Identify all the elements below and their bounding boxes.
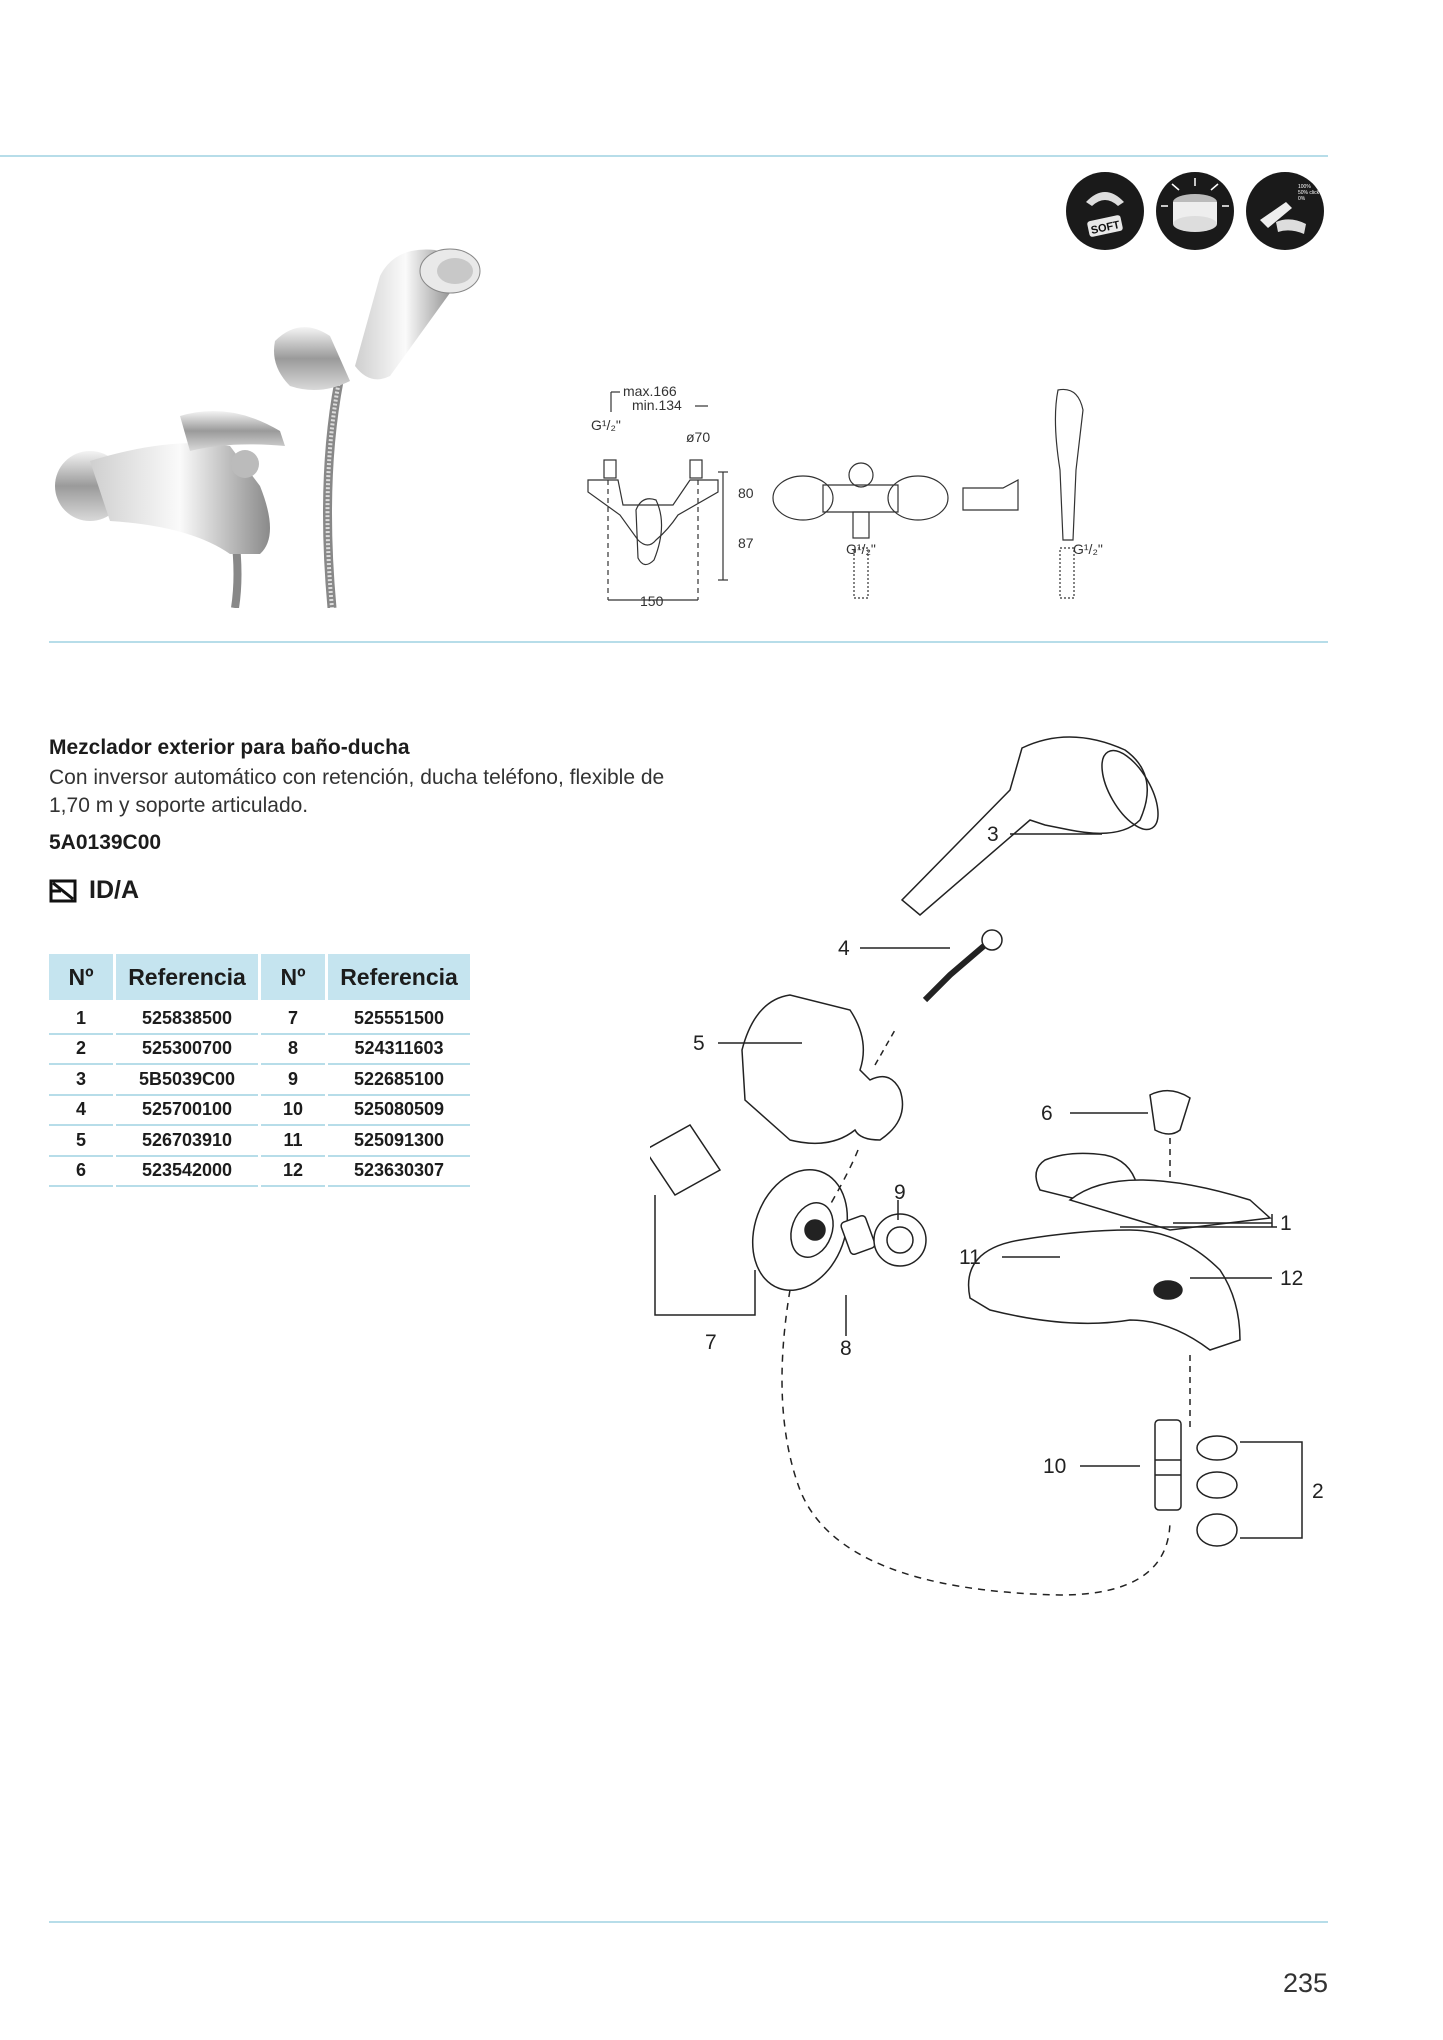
- table-cell: 524311603: [328, 1035, 470, 1065]
- svg-text:87: 87: [738, 535, 754, 551]
- table-row: 6 523542000 12 523630307: [49, 1157, 470, 1187]
- svg-text:50% click: 50% click: [1298, 190, 1320, 196]
- certification-label: ID/A: [89, 876, 139, 904]
- column-header: Nº: [49, 954, 113, 1000]
- callout-9: 9: [894, 1181, 906, 1204]
- callout-5: 5: [693, 1032, 705, 1055]
- svg-text:ø70: ø70: [686, 429, 710, 445]
- bottom-divider: [49, 1921, 1328, 1923]
- table-cell: 11: [261, 1126, 325, 1157]
- table-row: 1 525838500 7 525551500: [49, 1000, 470, 1035]
- top-divider: [0, 155, 1328, 157]
- table-cell: 12: [261, 1157, 325, 1187]
- callout-4: 4: [838, 937, 850, 960]
- table-cell: 522685100: [328, 1065, 470, 1096]
- table-cell: 525300700: [116, 1035, 258, 1065]
- table-cell: 2: [49, 1035, 113, 1065]
- callout-6: 6: [1041, 1102, 1053, 1125]
- middle-divider: [49, 641, 1328, 643]
- svg-text:150: 150: [640, 593, 664, 609]
- column-header: Nº: [261, 954, 325, 1000]
- product-description: Con inversor automático con retención, d…: [49, 766, 665, 817]
- lever-click-icon: 100% 50% click 0%: [1246, 172, 1324, 250]
- product-photo: [55, 248, 481, 608]
- table-cell: 1: [49, 1000, 113, 1035]
- table-cell: 6: [49, 1157, 113, 1187]
- eco-flow-icon: [1156, 172, 1234, 250]
- svg-text:80: 80: [738, 485, 754, 501]
- table-header-row: Nº Referencia Nº Referencia: [49, 954, 470, 1000]
- svg-text:0%: 0%: [1298, 196, 1306, 202]
- table-cell: 10: [261, 1096, 325, 1126]
- table-row: 4 525700100 10 525080509: [49, 1096, 470, 1126]
- table-cell: 526703910: [116, 1126, 258, 1157]
- table-cell: 5: [49, 1126, 113, 1157]
- table-cell: 525700100: [116, 1096, 258, 1126]
- table-cell: 5B5039C00: [116, 1065, 258, 1096]
- table-row: 3 5B5039C00 9 522685100: [49, 1065, 470, 1096]
- callout-1: 1: [1280, 1212, 1292, 1235]
- svg-text:100%: 100%: [1298, 184, 1311, 190]
- callout-10: 10: [1043, 1455, 1066, 1478]
- column-header: Referencia: [328, 954, 470, 1000]
- reference-table: Nº Referencia Nº Referencia 1 525838500 …: [46, 954, 473, 1187]
- svg-text:max.166: max.166: [623, 383, 677, 399]
- callout-7: 7: [705, 1331, 717, 1354]
- table-cell: 525091300: [328, 1126, 470, 1157]
- certification-icon: [49, 879, 77, 902]
- svg-text:G¹/₂": G¹/₂": [846, 541, 876, 557]
- table-cell: 4: [49, 1096, 113, 1126]
- callout-2: 2: [1312, 1480, 1324, 1503]
- callout-8: 8: [840, 1337, 852, 1360]
- callout-3: 3: [987, 823, 999, 846]
- technical-drawing: max.166 min.134 G¹/₂" ø70 80 87 150 G¹/₂…: [587, 383, 1103, 609]
- table-cell: 9: [261, 1065, 325, 1096]
- table-cell: 3: [49, 1065, 113, 1096]
- svg-text:min.134: min.134: [632, 397, 682, 413]
- table-cell: 525080509: [328, 1096, 470, 1126]
- table-cell: 525838500: [116, 1000, 258, 1035]
- column-header: Referencia: [116, 954, 258, 1000]
- svg-text:G¹/₂": G¹/₂": [591, 417, 621, 433]
- feature-icons: SOFT 100% 50% click 0%: [1066, 172, 1330, 252]
- page-number: 235: [1282, 1968, 1328, 1998]
- exploded-diagram: 3 4 5 6 9 1 11 12 7 8 10 2: [650, 736, 1324, 1596]
- callout-12: 12: [1280, 1267, 1303, 1290]
- callout-11: 11: [959, 1246, 981, 1269]
- soft-shower-icon: SOFT: [1066, 172, 1144, 250]
- table-row: 5 526703910 11 525091300: [49, 1126, 470, 1157]
- product-title: Mezclador exterior para baño-ducha: [49, 736, 410, 759]
- table-row: 2 525300700 8 524311603: [49, 1035, 470, 1065]
- svg-text:G¹/₂": G¹/₂": [1073, 541, 1103, 557]
- table-cell: 525551500: [328, 1000, 470, 1035]
- certification: ID/A: [49, 876, 139, 905]
- table-cell: 8: [261, 1035, 325, 1065]
- table-cell: 523630307: [328, 1157, 470, 1187]
- table-cell: 7: [261, 1000, 325, 1035]
- table-cell: 523542000: [116, 1157, 258, 1187]
- product-code: 5A0139C00: [49, 831, 162, 854]
